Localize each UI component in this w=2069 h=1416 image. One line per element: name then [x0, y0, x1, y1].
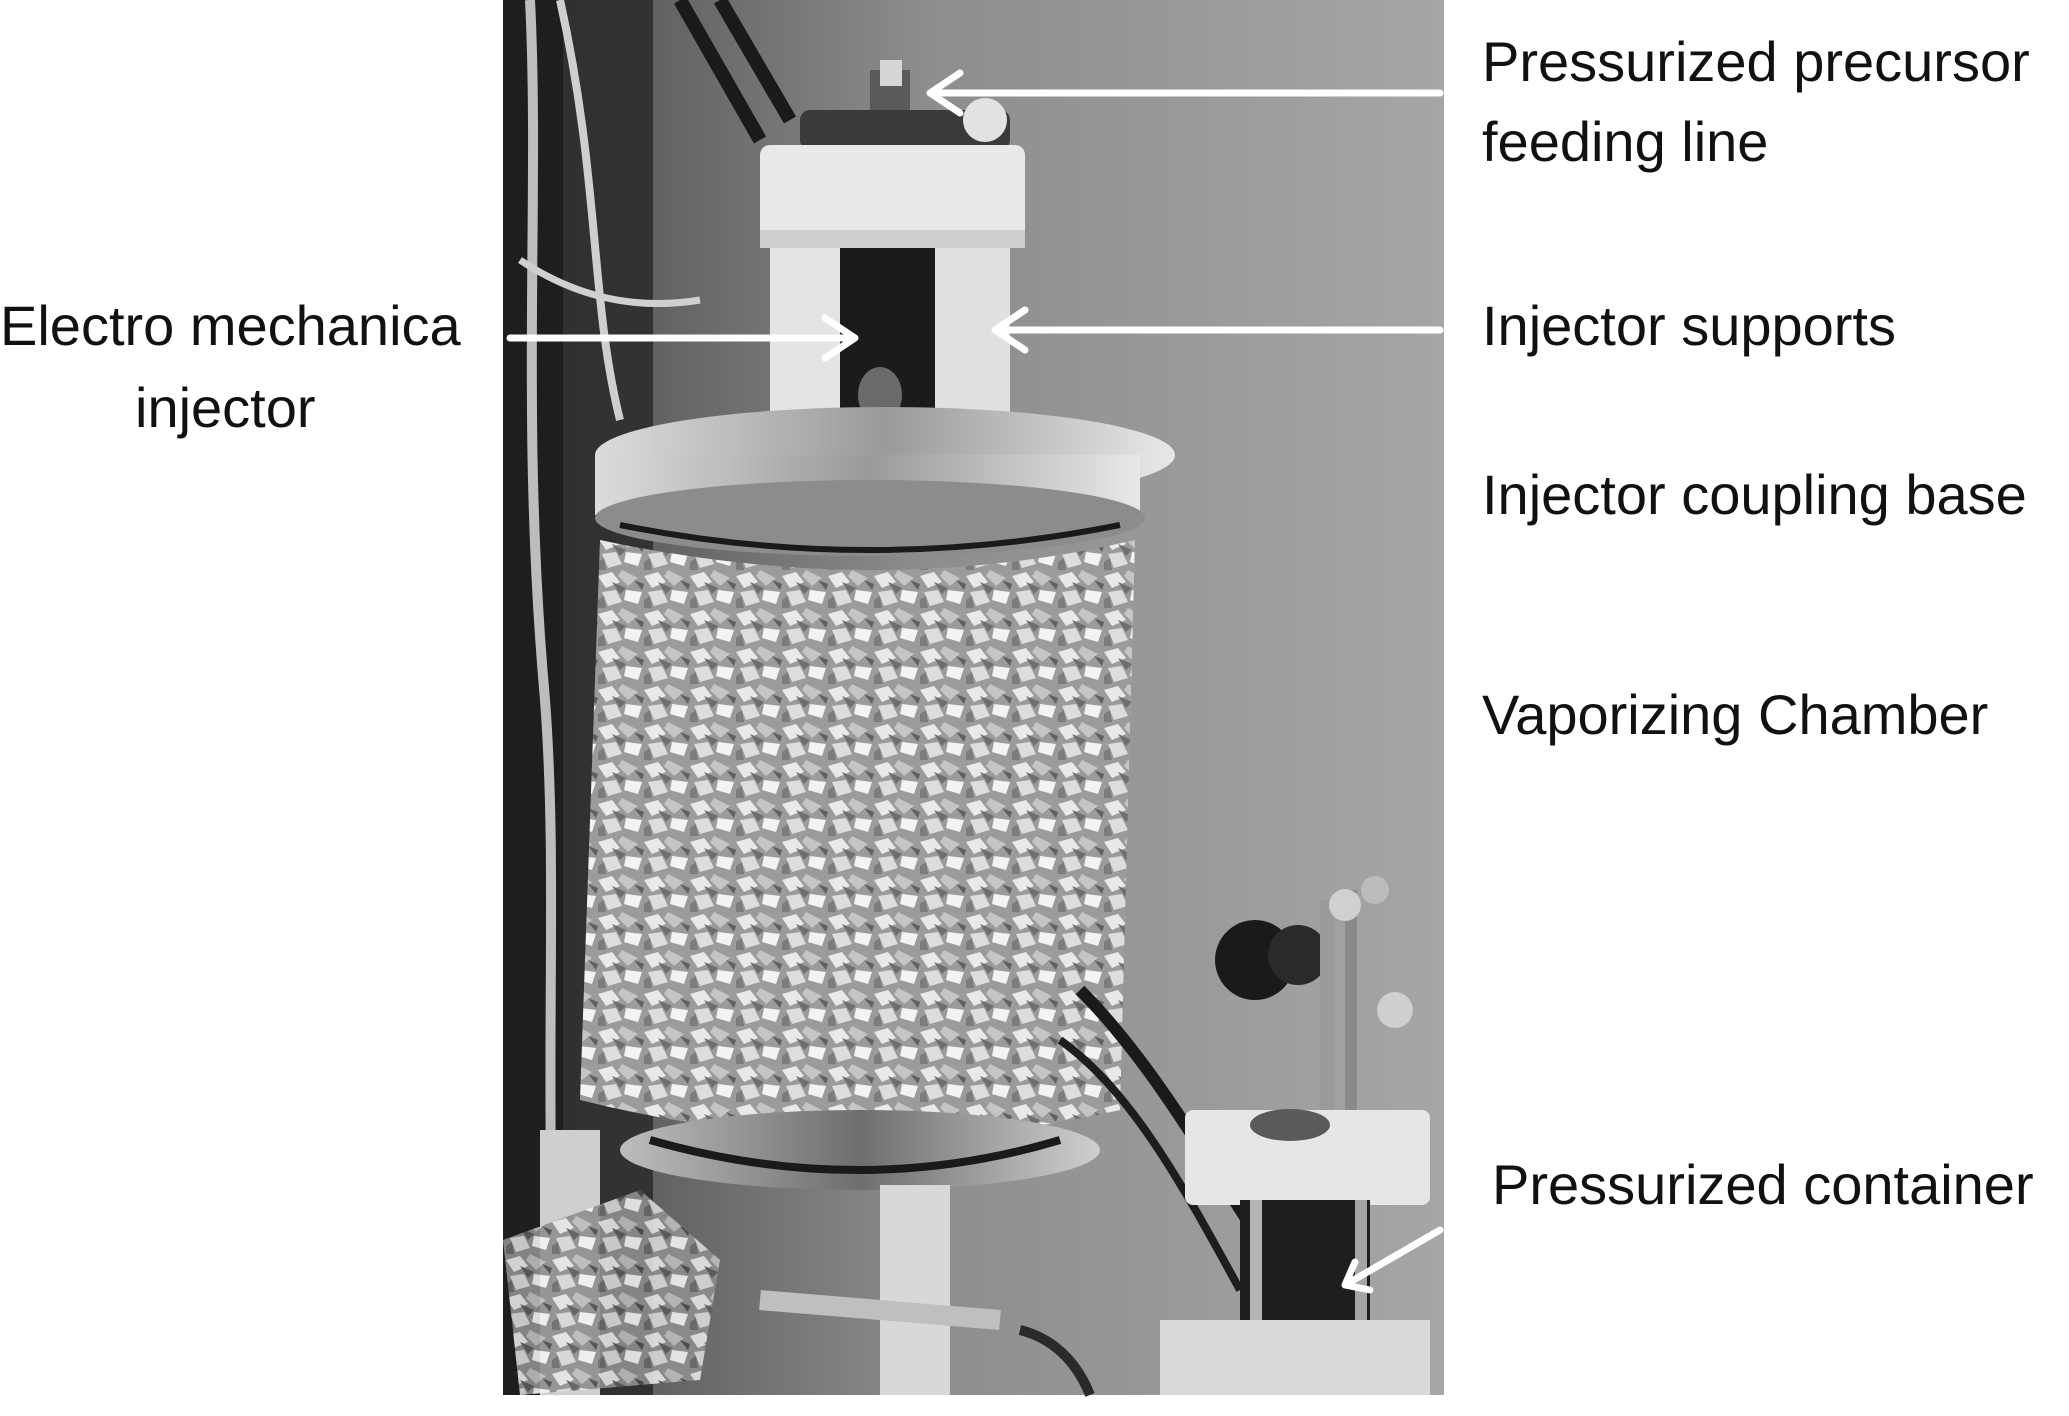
label-vaporizing-chamber: Vaporizing Chamber: [1482, 683, 1989, 746]
label-injector-supports: Injector supports: [1482, 294, 1896, 357]
arrow-supports: [991, 306, 1444, 354]
label-pressurized-container: Pressurized container: [1492, 1153, 2034, 1216]
arrow-injector: [506, 314, 859, 362]
arrow-container: [1341, 1226, 1444, 1294]
arrow-feeding-line: [926, 69, 1444, 117]
label-injector-line1: Electro mechanica: [0, 294, 461, 357]
label-feeding-line-line2: feeding line: [1482, 110, 1769, 173]
label-feeding-line-line1: Pressurized precursor: [1482, 30, 2030, 93]
label-injector-line2: injector: [135, 376, 316, 439]
label-coupling-base: Injector coupling base: [1482, 463, 2027, 526]
